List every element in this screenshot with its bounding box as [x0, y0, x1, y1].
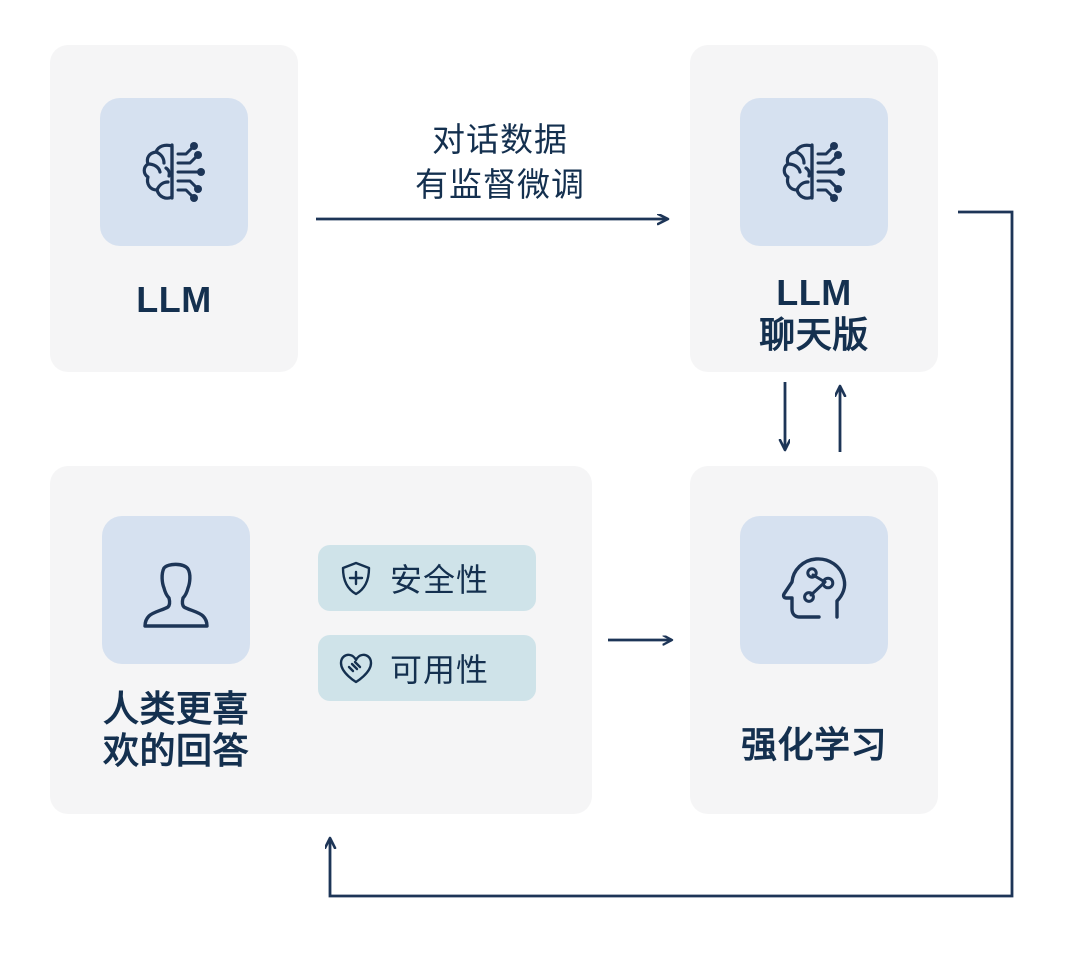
node-llm-chat-label: LLM 聊天版 — [759, 272, 869, 357]
node-human-preference[interactable]: 人类更喜 欢的回答 安全性 — [50, 466, 592, 814]
brain-circuit-icon-tile — [740, 98, 888, 246]
node-llm-chat[interactable]: LLM 聊天版 — [690, 45, 938, 372]
human-column: 人类更喜 欢的回答 — [50, 466, 302, 773]
person-icon-tile — [102, 516, 250, 664]
sft-caption-line1: 对话数据 — [432, 121, 568, 158]
sft-caption: 对话数据 有监督微调 — [330, 118, 670, 207]
node-reinforcement-learning-label: 强化学习 — [740, 724, 887, 765]
pill-usability-label: 可用性 — [390, 652, 490, 688]
brain-circuit-icon — [142, 142, 205, 202]
node-reinforcement-learning[interactable]: 强化学习 — [690, 466, 938, 814]
node-llm-label: LLM — [136, 279, 212, 320]
node-llm[interactable]: LLM — [50, 45, 298, 372]
node-human-label-line1: 人类更喜 — [102, 688, 249, 729]
brain-circuit-icon-tile — [100, 98, 248, 246]
pill-safety[interactable]: 安全性 — [318, 545, 536, 611]
pill-safety-label: 安全性 — [390, 562, 490, 598]
sft-caption-line2: 有监督微调 — [415, 165, 585, 203]
pill-usability[interactable]: 可用性 — [318, 635, 536, 701]
heart-handshake-icon — [339, 653, 373, 684]
person-icon — [143, 562, 209, 628]
attribute-pill-list: 安全性 可用性 — [318, 545, 536, 701]
head-neural-icon-tile — [740, 516, 888, 664]
node-human-label-line2: 欢的回答 — [102, 730, 249, 772]
node-llm-chat-label-line1: LLM — [776, 272, 852, 313]
shield-plus-icon — [341, 561, 371, 596]
brain-circuit-icon — [782, 142, 845, 202]
head-neural-icon — [781, 557, 847, 619]
node-human-preference-label: 人类更喜 欢的回答 — [103, 688, 249, 773]
node-llm-chat-label-line2: 聊天版 — [759, 314, 869, 356]
